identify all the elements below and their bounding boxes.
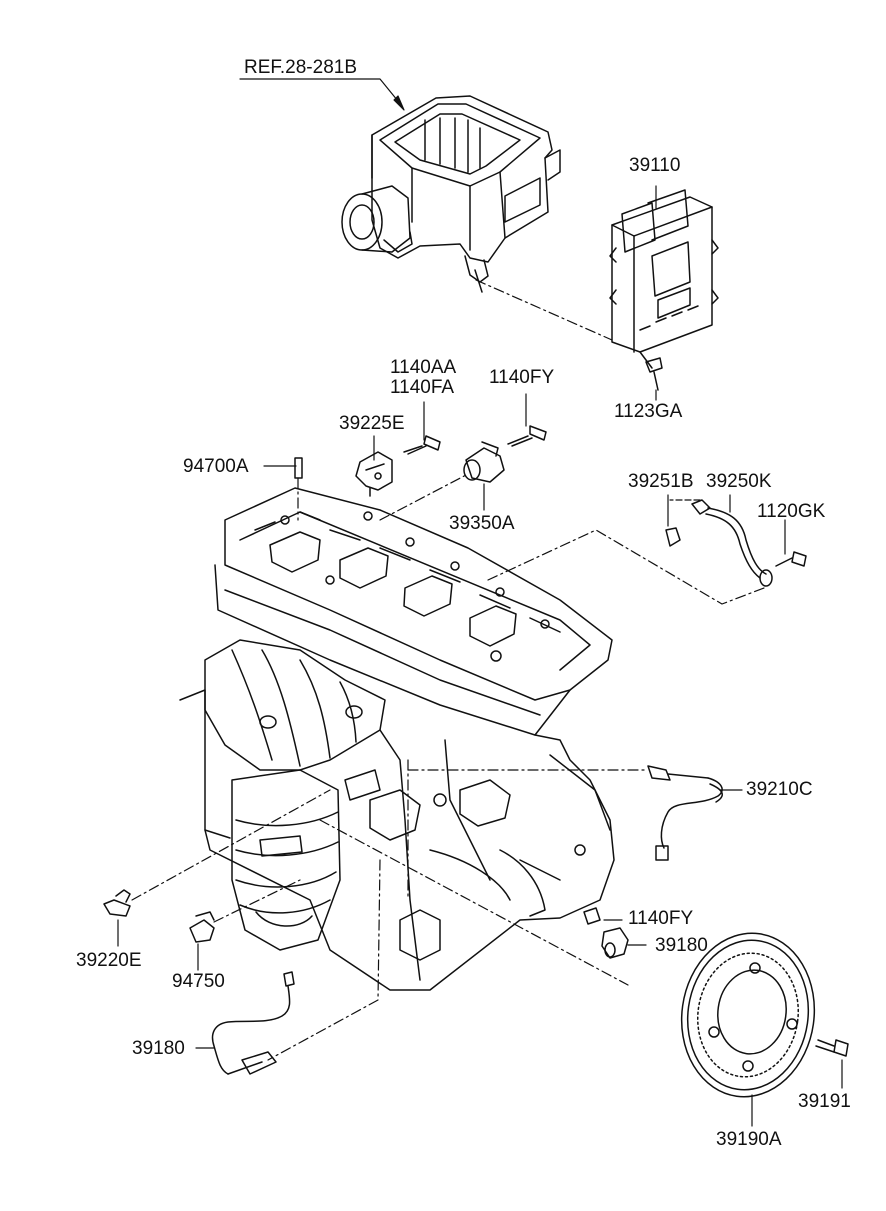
label-39220e: 39220E bbox=[76, 950, 142, 971]
label-39110: 39110 bbox=[629, 155, 681, 176]
bolt-1140fy-bottom bbox=[583, 907, 601, 925]
bolt-1140aa bbox=[403, 435, 441, 455]
tone-wheel-39190a bbox=[680, 932, 816, 1098]
label-1123ga: 1123GA bbox=[614, 401, 683, 422]
label-1140fy-top: 1140FY bbox=[489, 367, 555, 388]
label-1140fa: 1140FA bbox=[390, 377, 455, 398]
oxygen-sensor-39210c bbox=[647, 765, 723, 861]
label-1140fy-bottom: 1140FY bbox=[628, 908, 694, 929]
bolt-1120gk bbox=[775, 551, 807, 567]
label-39210c: 39210C bbox=[746, 779, 813, 800]
label-94750: 94750 bbox=[172, 971, 225, 992]
ecu-module bbox=[609, 189, 719, 353]
temp-sensor-39220e bbox=[103, 889, 131, 917]
bolt-39191 bbox=[815, 1039, 849, 1057]
label-ref-28-281b: REF.28-281B bbox=[244, 57, 358, 78]
engine-assembly bbox=[179, 487, 615, 991]
label-39191: 39191 bbox=[798, 1091, 851, 1112]
crank-sensor-39180-right bbox=[601, 927, 629, 959]
oxygen-sensor-39180-left bbox=[211, 971, 295, 1075]
dowel-94700a bbox=[294, 457, 303, 479]
oil-pressure-switch-94750 bbox=[189, 911, 215, 943]
label-39180-right: 39180 bbox=[655, 935, 708, 956]
label-1140aa: 1140AA bbox=[390, 357, 457, 378]
label-94700a: 94700A bbox=[183, 456, 249, 477]
label-39350a: 39350A bbox=[449, 513, 515, 534]
label-39190a: 39190A bbox=[716, 1129, 782, 1150]
cam-sensor-39350a bbox=[463, 441, 505, 483]
air-cleaner-housing bbox=[341, 95, 561, 293]
bracket-39225e bbox=[355, 451, 393, 497]
knock-sensor-39250k bbox=[691, 499, 773, 587]
bolt-1140fy-top bbox=[507, 425, 547, 447]
leader-lines bbox=[117, 78, 843, 1127]
label-39180-left: 39180 bbox=[132, 1038, 185, 1059]
clip-39251b bbox=[665, 527, 681, 547]
label-39250k: 39250K bbox=[706, 471, 772, 492]
bolt-1123ga bbox=[639, 351, 663, 391]
label-39225e: 39225E bbox=[339, 413, 405, 434]
label-39251b: 39251B bbox=[628, 471, 694, 492]
label-1120gk: 1120GK bbox=[757, 501, 826, 522]
